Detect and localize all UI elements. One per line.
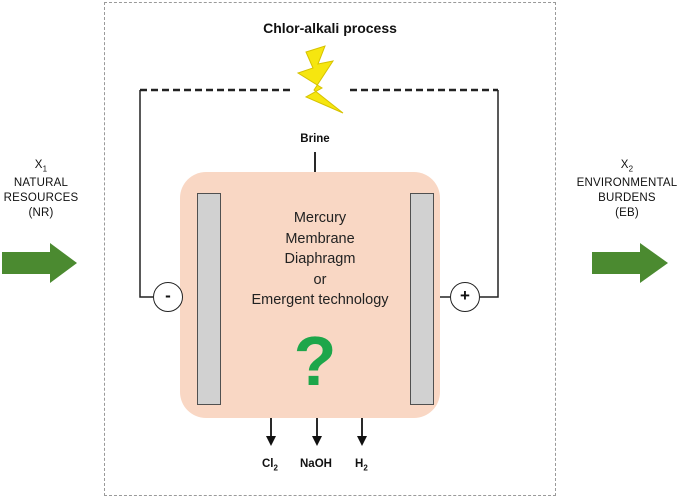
- output-line: BURDENS: [598, 192, 656, 205]
- product-cl2: Cl2: [262, 458, 278, 472]
- circuit-wire-right: [480, 90, 499, 298]
- technology-item: Membrane: [285, 230, 355, 247]
- output-symbol: X2: [620, 159, 634, 174]
- question-mark-icon: ?: [293, 322, 337, 400]
- cathode-electrode: [197, 193, 221, 405]
- diagram-title: Chlor-alkali process: [263, 20, 397, 36]
- input-symbol: X1: [34, 159, 48, 174]
- product-arrowhead-h2: [357, 436, 367, 446]
- technology-item: Diaphragm: [284, 251, 356, 267]
- output-label: X2 ENVIRONMENTAL BURDENS (EB): [562, 158, 692, 221]
- input-label: X1 NATURAL RESOURCES (NR): [0, 158, 82, 221]
- input-arrow: [2, 243, 77, 283]
- output-line: ENVIRONMENTAL: [576, 177, 678, 190]
- circuit-wire-left: [139, 90, 153, 298]
- input-line: (NR): [28, 207, 54, 220]
- brine-label: Brine: [300, 133, 330, 145]
- technology-item: or: [313, 271, 327, 288]
- input-line: RESOURCES: [3, 192, 79, 205]
- technology-list: Mercury Membrane Diaphragm or Emergent t…: [200, 208, 440, 311]
- positive-terminal: +: [450, 282, 480, 312]
- system-boundary: [104, 2, 556, 496]
- output-line: (EB): [615, 207, 639, 220]
- product-base: Cl: [262, 458, 274, 470]
- product-base: NaOH: [300, 458, 332, 470]
- product-subscript: 2: [273, 463, 278, 473]
- output-arrow: [592, 243, 668, 283]
- product-arrowhead-cl2: [266, 436, 276, 446]
- product-naoh: NaOH: [300, 458, 332, 472]
- technology-item: Mercury: [293, 210, 347, 226]
- technology-item: Emergent technology: [251, 292, 389, 308]
- negative-terminal: -: [153, 282, 183, 312]
- electrolytic-cell: [180, 172, 440, 418]
- lightning-bolt-icon: [296, 45, 344, 114]
- anode-electrode: [410, 193, 434, 405]
- product-base: H: [355, 458, 364, 470]
- input-line: NATURAL: [13, 177, 69, 190]
- product-subscript: 2: [363, 463, 368, 473]
- product-arrowhead-naoh: [312, 436, 322, 446]
- product-h2: H2: [355, 458, 368, 472]
